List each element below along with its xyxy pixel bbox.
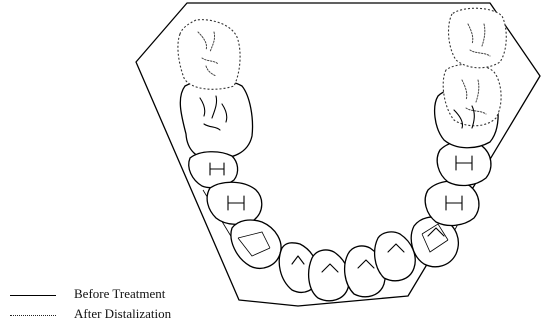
legend-dotted-line: [10, 315, 56, 316]
legend-after-distalization: After Distalization: [8, 306, 308, 324]
right-lateral-incisor: [375, 232, 416, 281]
legend-after-label: After Distalization: [74, 306, 171, 322]
left-first-premolar: [207, 182, 262, 224]
left-first-molar: [178, 20, 253, 160]
left-canine: [231, 220, 281, 268]
right-first-premolar: [425, 181, 479, 225]
right-second-molar: [449, 8, 507, 68]
right-first-molar: [435, 64, 501, 148]
legend-before-treatment: Before Treatment: [8, 286, 308, 304]
legend-before-label: Before Treatment: [74, 286, 165, 302]
left-central-incisor: [309, 250, 350, 301]
legend-solid-line: [10, 295, 56, 296]
